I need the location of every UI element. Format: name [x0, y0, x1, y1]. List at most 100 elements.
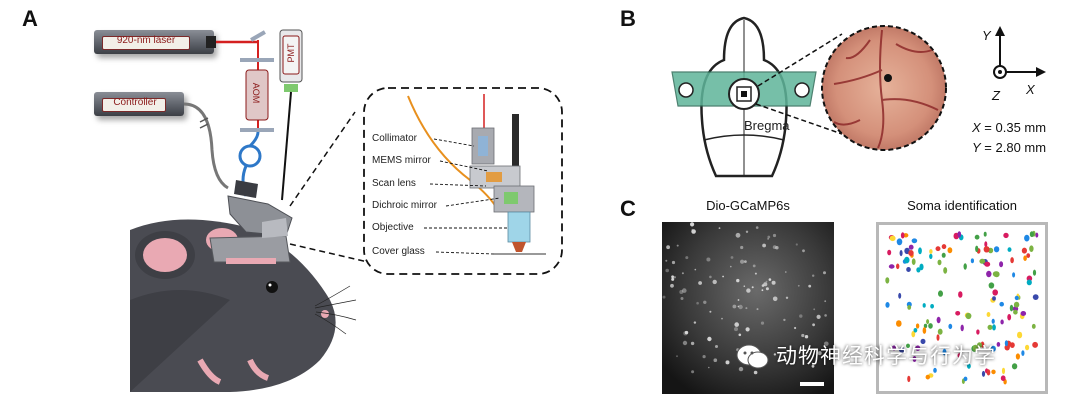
fluorescent-cell — [693, 321, 697, 324]
fluorescent-cell — [765, 280, 768, 283]
fluorescent-cell — [752, 264, 756, 268]
inset-label-objective: Objective — [372, 222, 414, 233]
fluorescent-cell — [767, 235, 771, 239]
soma-roi — [957, 231, 962, 238]
soma-roi — [1012, 272, 1016, 278]
soma-roi — [1023, 255, 1027, 261]
soma-roi — [933, 367, 937, 373]
fluorescent-cell — [795, 243, 798, 246]
fluorescent-cell — [775, 246, 779, 250]
fluorescent-cell — [725, 360, 730, 365]
fluorescent-cell — [811, 364, 815, 368]
axis-z-label: Z — [992, 88, 1000, 103]
wechat-icon — [736, 344, 769, 369]
soma-roi — [885, 277, 890, 284]
fluorescent-cell — [785, 296, 789, 299]
fluorescent-cell — [812, 323, 815, 327]
soma-roi — [988, 282, 995, 289]
fluorescent-cell — [732, 304, 737, 309]
soma-roi — [1000, 375, 1006, 381]
soma-roi — [984, 261, 991, 267]
fluorescent-cell — [754, 272, 757, 275]
fluorescent-cell — [665, 259, 668, 262]
fluorescent-cell — [670, 283, 674, 288]
soma-roi — [900, 232, 905, 239]
soma-roi — [941, 244, 947, 250]
soma-roi — [972, 344, 978, 352]
soma-roi — [918, 247, 922, 255]
soma-roi — [999, 261, 1004, 268]
fluorescent-cell — [773, 353, 777, 356]
aom-label: AOM — [251, 82, 261, 104]
soma-roi — [979, 258, 986, 264]
soma-roi — [929, 249, 933, 254]
fluorescent-cell — [745, 307, 748, 310]
soma-roi — [974, 234, 980, 240]
soma-roi — [1013, 309, 1018, 315]
inset-label-cover-glass: Cover glass — [372, 246, 425, 257]
soma-roi — [935, 246, 941, 252]
fluorescent-cell — [709, 310, 712, 313]
fluorescent-cell — [794, 326, 797, 330]
soma-roi — [926, 319, 930, 325]
fluorescent-cell — [707, 336, 712, 342]
soma-roi — [888, 264, 895, 269]
soma-roi — [915, 323, 920, 329]
soma-roi — [943, 267, 948, 274]
coordinate-values: X = 0.35 mm Y = 2.80 mm — [972, 118, 1046, 158]
fluorescent-cell — [671, 277, 675, 281]
fluorescent-cell — [713, 358, 718, 362]
fluorescent-cell — [673, 276, 676, 279]
soma-roi — [1021, 350, 1025, 356]
panel-label-a: A — [22, 6, 38, 31]
fluorescent-cell — [740, 259, 745, 264]
soma-roi — [1009, 304, 1014, 312]
fluorescent-cell — [666, 245, 670, 250]
fluorescent-cell — [735, 232, 741, 238]
fluorescent-cell — [734, 322, 739, 327]
pmt-label: PMT — [286, 43, 296, 63]
soma-roi — [992, 296, 996, 301]
fluorescent-cell — [730, 256, 734, 259]
soma-roi — [948, 323, 953, 330]
fluorescent-cell — [682, 340, 688, 346]
fluorescent-cell — [737, 305, 740, 308]
soma-roi — [916, 267, 921, 273]
soma-roi — [885, 302, 890, 308]
soma-roi — [891, 345, 897, 351]
soma-map-frame — [876, 222, 1048, 394]
controller-label: Controller — [113, 97, 157, 108]
soma-roi — [958, 291, 963, 298]
soma-roi — [911, 258, 916, 265]
soma-roi — [907, 305, 912, 310]
fluorescent-cell — [738, 304, 743, 310]
fluorescent-cell — [817, 351, 822, 356]
soma-roi — [1021, 247, 1027, 254]
soma-roi — [928, 323, 933, 329]
fluorescent-cell — [738, 333, 742, 337]
soma-roi — [1007, 314, 1012, 321]
fluorescent-cell — [696, 301, 699, 305]
fluorescent-cell — [694, 268, 697, 271]
fluorescent-cell — [676, 244, 679, 247]
soma-roi — [975, 245, 979, 252]
inset-label-dichroic-mirror: Dichroic mirror — [372, 200, 437, 211]
soma-roi — [992, 289, 998, 296]
fluorescent-cell — [740, 245, 744, 250]
fluorescent-cell — [772, 245, 777, 249]
fluorescent-cell — [765, 287, 769, 291]
axis-y-label: Y — [982, 28, 991, 43]
soma-roi — [906, 267, 911, 272]
soma-roi — [963, 376, 968, 382]
x-var: X — [972, 120, 981, 135]
soma-roi — [990, 345, 996, 352]
fluorescent-cell — [671, 260, 676, 265]
fluorescent-cell — [734, 327, 738, 332]
fluorescent-cell — [783, 318, 786, 322]
fluorescent-cell — [744, 260, 747, 263]
soma-roi — [1035, 232, 1039, 238]
soma-roi — [925, 374, 930, 380]
soma-roi — [1011, 363, 1018, 370]
fluorescent-cell — [760, 321, 765, 325]
soma-roi — [1017, 331, 1023, 339]
